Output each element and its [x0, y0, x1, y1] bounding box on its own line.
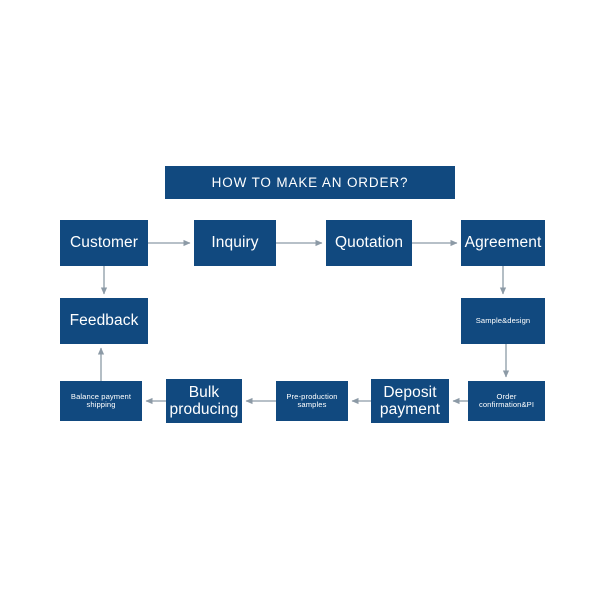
node-sampledesign[interactable]: Sample&design	[461, 298, 545, 344]
flowchart-title-banner: HOW TO MAKE AN ORDER?	[165, 166, 455, 199]
node-agreement[interactable]: Agreement	[461, 220, 545, 266]
node-orderconf[interactable]: Order confirmation&PI	[468, 381, 545, 421]
node-feedback[interactable]: Feedback	[60, 298, 148, 344]
node-deposit[interactable]: Deposit payment	[371, 379, 449, 423]
node-prepro[interactable]: Pre-production samples	[276, 381, 348, 421]
node-balance[interactable]: Balance payment shipping	[60, 381, 142, 421]
node-inquiry[interactable]: Inquiry	[194, 220, 276, 266]
node-customer[interactable]: Customer	[60, 220, 148, 266]
node-quotation[interactable]: Quotation	[326, 220, 412, 266]
node-bulk[interactable]: Bulk producing	[166, 379, 242, 423]
